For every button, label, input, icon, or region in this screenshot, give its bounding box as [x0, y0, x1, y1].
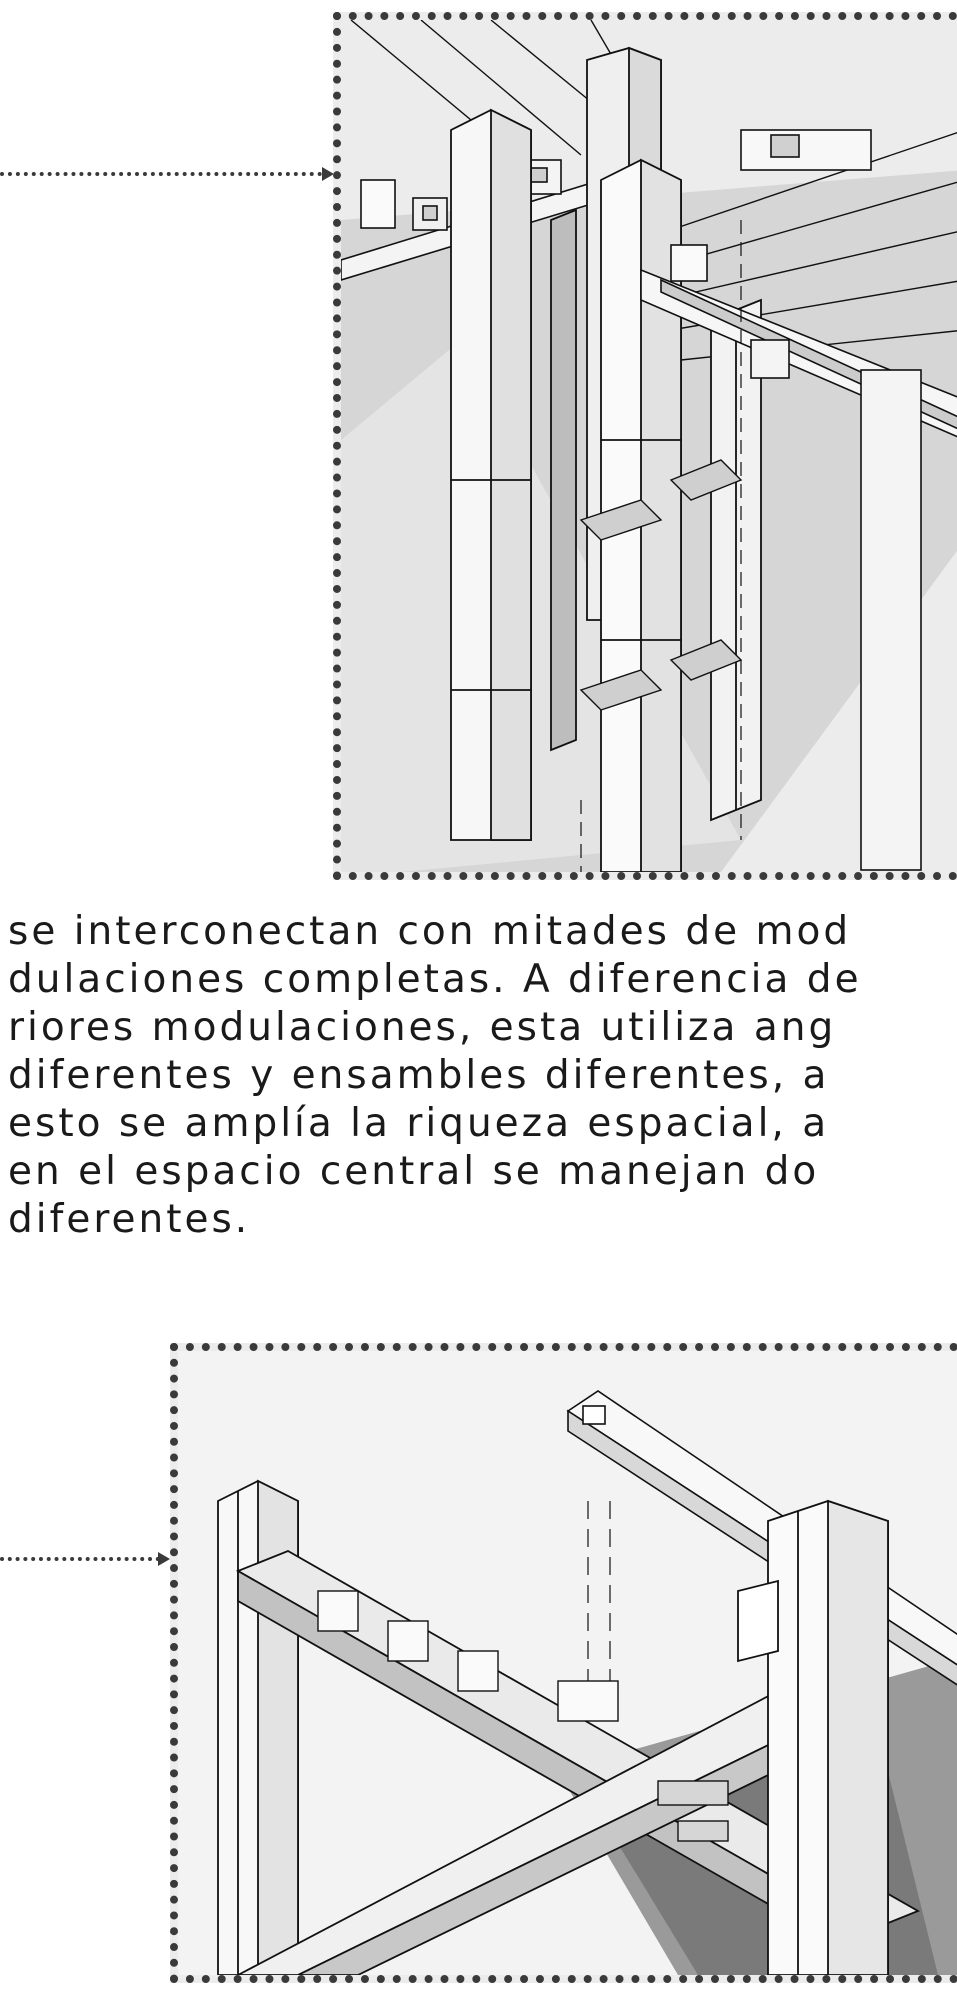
paragraph-line-2: dulaciones completas. A diferencia de — [8, 957, 862, 1002]
paragraph-line-4: diferentes y ensambles diferentes, a — [8, 1053, 830, 1098]
paragraph-line-6: en el espacio central se manejan do — [8, 1149, 820, 1194]
axonometric-crossing-beams-drawing — [178, 1351, 957, 1975]
leader-line-top — [0, 172, 330, 176]
paragraph-line-7: diferentes. — [8, 1197, 251, 1242]
leader-arrowhead-bottom — [158, 1552, 170, 1566]
paragraph-line-1: se interconectan con mitades de mod — [8, 909, 852, 954]
body-paragraph: se interconectan con mitades de mod dula… — [8, 908, 957, 1244]
axonometric-columns-drawing — [341, 20, 957, 872]
paragraph-line-3: riores modulaciones, esta utiliza ang — [8, 1005, 837, 1050]
paragraph-line-5: esto se amplía la riqueza espacial, a — [8, 1101, 830, 1146]
leader-line-bottom — [0, 1557, 160, 1561]
leader-arrowhead-top — [322, 167, 334, 181]
illustration-frame-top — [333, 12, 957, 880]
illustration-frame-bottom — [170, 1343, 957, 1983]
